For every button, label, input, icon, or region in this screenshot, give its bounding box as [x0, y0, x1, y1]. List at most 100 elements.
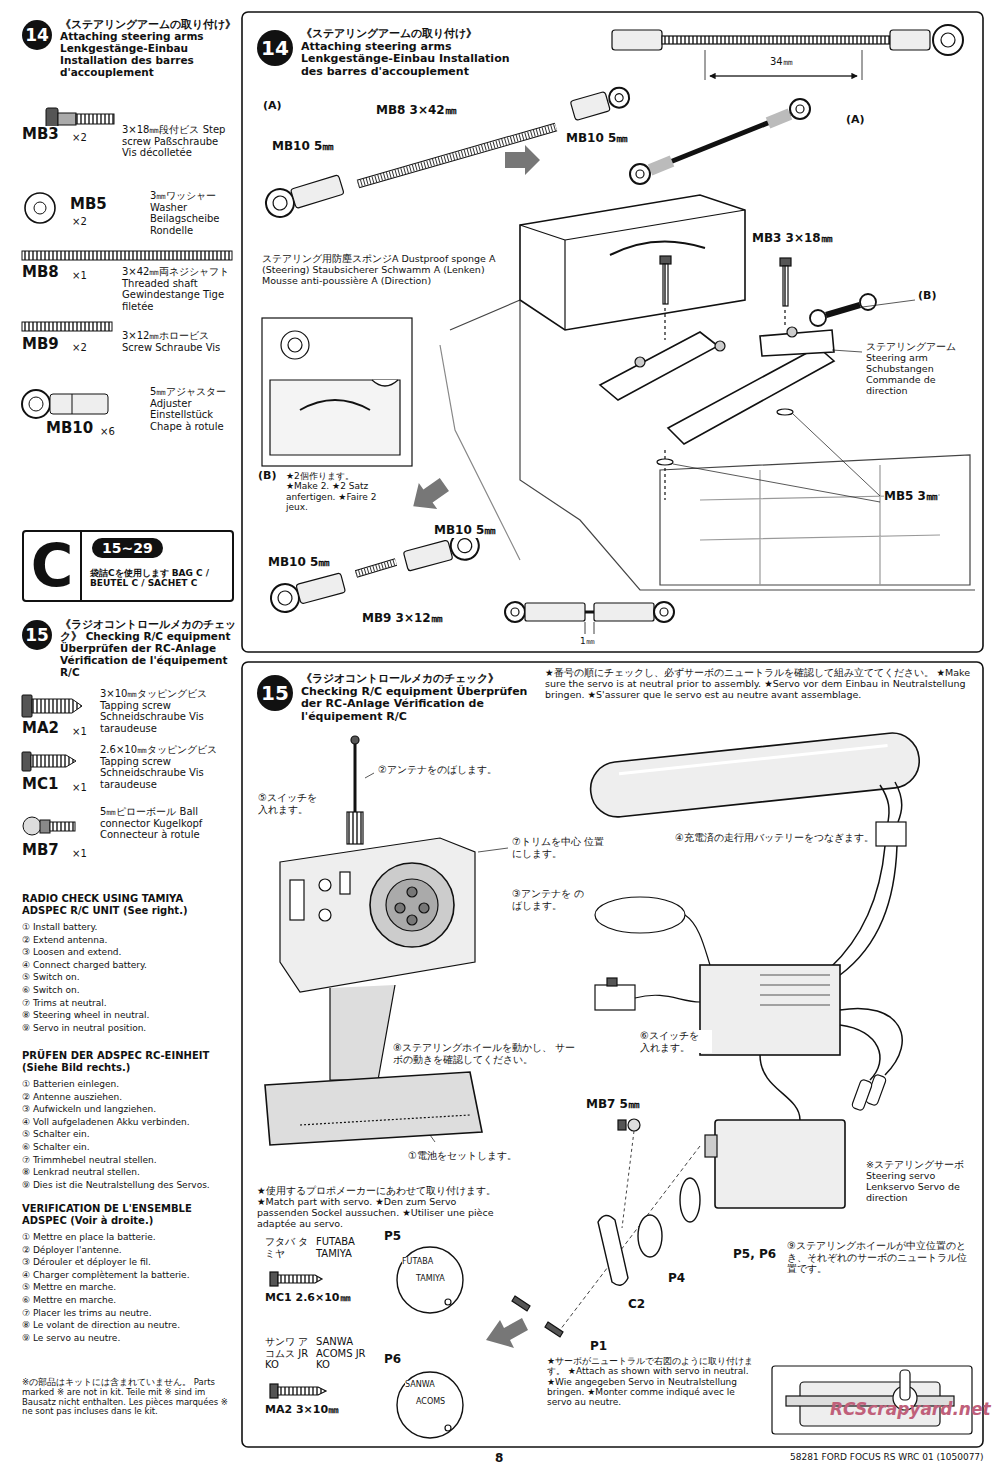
step15-panel-shape	[840, 1008, 902, 1075]
step14-panel-shape-shape	[607, 85, 632, 110]
step14-panel-shape	[505, 602, 525, 622]
annotation-label: ⑦ Placer les trims au neutre.	[22, 1308, 152, 1318]
step14-panel-shape	[520, 225, 565, 240]
step14-panel-shape	[525, 603, 585, 621]
annotation-label: MA2	[22, 720, 59, 737]
left-parts-shape	[29, 397, 43, 411]
annotation-label: ⑥ Mettre en marche.	[22, 1295, 116, 1305]
step-number: 15《ラジオコントロールメカのチェック》 Checking R/C equipm…	[22, 620, 52, 650]
annotation-label: 3㎜ワッシャー Washer Beilagscheibe Rondelle	[150, 190, 235, 236]
step15-panel-shape	[278, 1387, 326, 1395]
step14-panel-shape	[594, 622, 595, 634]
step14-panel-shape	[710, 76, 857, 77]
annotation-label: ※の部品はキットには含まれていません。 Parts marked ※ are n…	[22, 1378, 234, 1417]
annotation-label: MB10 5㎜	[566, 132, 628, 146]
step14-panel-shape	[933, 25, 963, 55]
left-parts-shape	[40, 820, 50, 833]
bag-box: C袋詰Cを使用します BAG C / BEUTEL C / SACHET C15…	[22, 530, 234, 602]
step15-panel-shape	[242, 662, 983, 1447]
annotation-label: ★番号の順にチェックし、必ずサーボのニュートラルを確認して組み立ててください。 …	[545, 668, 975, 701]
annotation-label: MB10 5㎜	[272, 140, 334, 154]
step15-panel-shape	[680, 1178, 700, 1222]
annotation-label: ⑤ Mettre en marche.	[22, 1282, 116, 1292]
left-parts-shape	[34, 202, 46, 214]
step14-panel-shape	[570, 85, 631, 120]
left-parts-shape	[22, 322, 112, 331]
annotation-label: 3×12㎜ホロービス Screw Schraube Vis	[122, 330, 234, 353]
annotation-label: MB10 5㎜	[434, 524, 496, 538]
left-parts	[22, 108, 236, 835]
annotation-label: ⑨ステアリングホイールが中立位置のとき、それぞれのサーボのニュートラル位置です。	[787, 1240, 975, 1275]
step15-panel-shape	[638, 1215, 662, 1257]
left-parts-shape	[58, 113, 76, 125]
step14-panel-shape	[635, 357, 645, 367]
step14-panel-shape	[810, 310, 826, 326]
left-parts-shape	[22, 695, 32, 717]
step15-panel-shape	[760, 1055, 800, 1120]
step15-panel-shape	[618, 1120, 626, 1130]
step15-panel-shape	[685, 915, 710, 965]
annotation-label: ⑤ Schalter ein.	[22, 1129, 90, 1139]
step14-panel-shape	[565, 210, 745, 240]
annotation-label: 58281 FORD FOCUS RS WRC 01 (1050077)	[790, 1452, 984, 1462]
annotation-label: ×6	[100, 426, 115, 438]
step14-panel-shape	[358, 127, 556, 184]
bag-caption: 袋詰Cを使用します BAG C / BEUTEL C / SACHET C	[90, 568, 230, 589]
left-parts-shape	[22, 251, 232, 260]
annotation-label: ⑥ Switch on.	[22, 985, 80, 995]
step-heading: 《ステアリングアームの取り付け》 Attaching steering arms…	[60, 18, 238, 78]
step14-panel-shape	[673, 464, 880, 502]
annotation-label: ACOMS	[416, 1397, 445, 1406]
step14-panel-shape	[520, 195, 745, 330]
step14-panel-shape	[715, 341, 725, 351]
step14-panel-shape	[650, 114, 790, 170]
annotation-label: ★2個作ります。 ★Make 2. ★2 Satz anfertigen. ★F…	[286, 471, 381, 512]
step14-panel-shape	[564, 240, 565, 330]
step15-panel-shape	[840, 846, 897, 975]
step15-panel-shape	[445, 1425, 451, 1431]
step15-panel-shape	[635, 995, 700, 1002]
step14-panel-shape-shape	[271, 194, 288, 211]
annotation-label: PRÜFEN DER ADSPEC RC-EINHEIT (Siehe Bild…	[22, 1050, 222, 1073]
step15-panel-shape	[407, 915, 417, 925]
step-range-badge: 15~29	[92, 538, 163, 558]
step15-panel-shape	[270, 1384, 278, 1398]
annotation-label: MA2 3×10㎜	[265, 1404, 339, 1417]
step14-panel-shape	[242, 12, 983, 652]
annotation-label: ★サーボがニュートラルで右図のように取り付けます。 ★Attach as sho…	[547, 1356, 757, 1408]
step14-panel-shape	[356, 562, 396, 574]
step14-panel-shape	[300, 400, 370, 410]
annotation-label: ④充電済の走行用バッテリーをつなぎます。	[675, 832, 874, 844]
annotation-label: ④ Voll aufgeladenen Akku verbinden.	[22, 1117, 190, 1127]
step15-panel-shape-shape	[588, 730, 922, 819]
step15-panel-shape	[830, 846, 885, 968]
step15-panel-shape-shape	[619, 745, 888, 773]
annotation-label: ④ Charger complètement la batterie.	[22, 1270, 190, 1280]
node-text: 14	[25, 25, 49, 45]
annotation-label: ⑧ Steering wheel in neutral.	[22, 1010, 149, 1020]
step14-panel-shape	[358, 127, 556, 184]
annotation-label: RADIO CHECK USING TAMIYA ADSPEC R/C UNIT…	[22, 893, 222, 916]
annotation-label: VERIFICATION DE L'ENSEMBLE ADSPEC (Voir …	[22, 1203, 222, 1226]
annotation-label: 1㎜	[580, 636, 595, 646]
step15-panel-shape	[512, 1296, 530, 1311]
annotation-label: MC1 2.6×10㎜	[265, 1292, 351, 1305]
step-number: 14《ステアリングアームの取り付け》 Attaching steering ar…	[22, 20, 52, 50]
step14-panel-shape	[777, 409, 793, 415]
left-parts-shape	[31, 755, 76, 767]
node-text: 15	[261, 681, 289, 705]
step15-panel-shape	[365, 773, 374, 778]
node-text: 15	[25, 625, 49, 645]
annotation-label: RCScrapyard.net	[830, 1400, 991, 1420]
step14-panel-shape	[404, 471, 453, 519]
step14-panel-shape	[700, 465, 940, 585]
step14-panel-shape	[654, 602, 674, 622]
step15-panel-shape	[445, 1299, 451, 1305]
step15-panel-shape	[397, 1247, 463, 1313]
annotation-label: ③ Aufwickeln und langziehen.	[22, 1104, 156, 1114]
step15-panel-shape	[622, 1131, 634, 1228]
step14-panel-shape	[262, 318, 412, 466]
annotation-label: ① Batterien einlegen.	[22, 1079, 119, 1089]
annotation-label: MB9 3×12㎜	[362, 612, 443, 626]
step15-panel-shape	[430, 1135, 435, 1142]
